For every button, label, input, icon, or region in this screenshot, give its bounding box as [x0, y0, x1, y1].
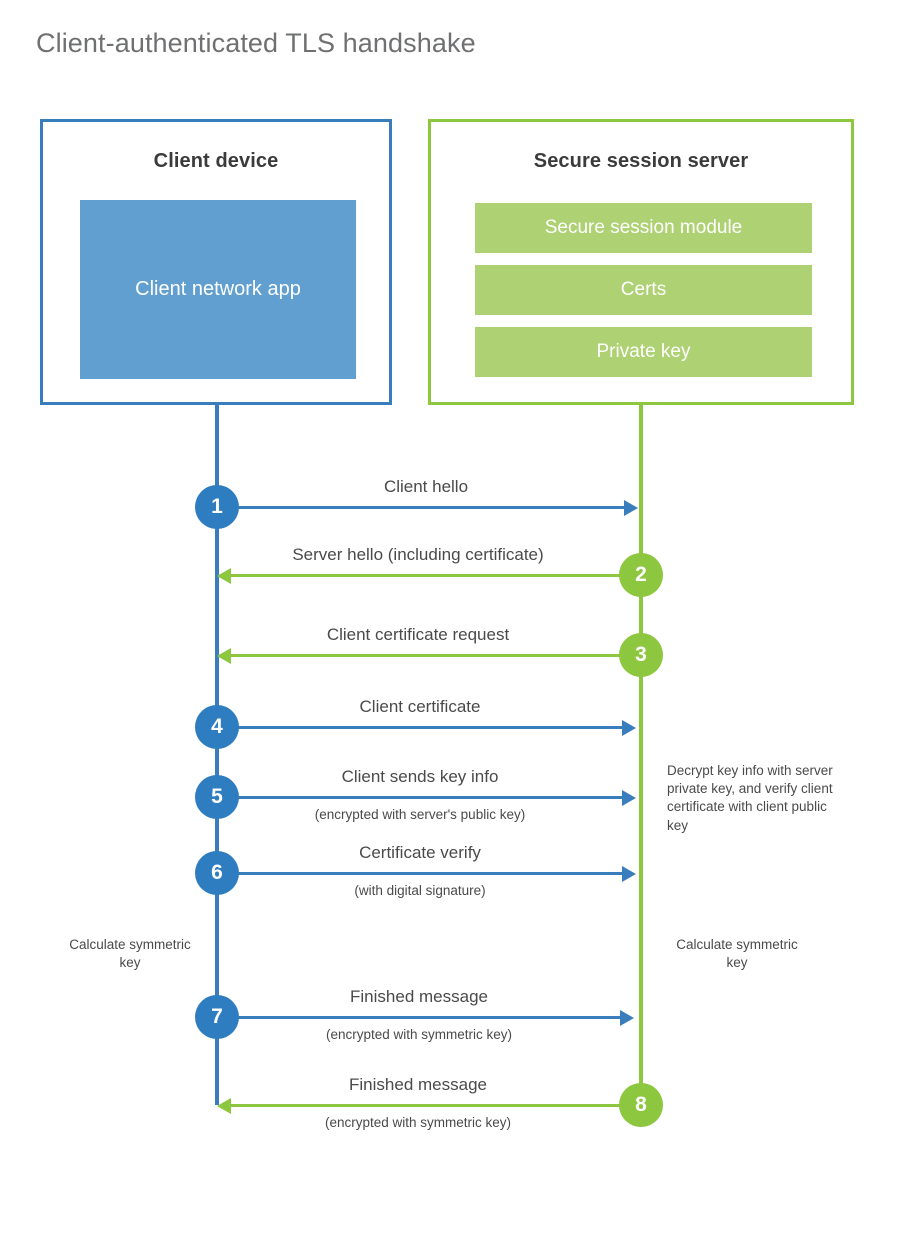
message-line-8 [221, 1104, 623, 1107]
message-sublabel-8: (encrypted with symmetric key) [324, 1115, 512, 1130]
message-label-2: Server hello (including certificate) [292, 545, 544, 564]
arrowhead-right-7 [620, 1010, 634, 1026]
step-circle-1[interactable]: 1 [195, 485, 239, 529]
step-circle-3[interactable]: 3 [619, 633, 663, 677]
arrowhead-left-8 [217, 1098, 231, 1114]
step-circle-5[interactable]: 5 [195, 775, 239, 819]
message-label-1: Client hello [383, 477, 469, 496]
server-block-secure-session-module: Secure session module [475, 203, 812, 253]
page-title: Client-authenticated TLS handshake [36, 28, 476, 58]
arrowhead-right-5 [622, 790, 636, 806]
secure-session-server-title: Secure session server [533, 150, 749, 172]
message-line-3 [221, 654, 623, 657]
server-calculate-symmetric-key-note: Calculate symmetric key [676, 937, 798, 971]
message-sublabel-5: (encrypted with server's public key) [314, 807, 526, 822]
client-device-title: Client device [153, 150, 279, 172]
client-calculate-symmetric-key-note: Calculate symmetric key [69, 937, 191, 971]
message-label-6: Certificate verify [359, 843, 481, 862]
arrowhead-right-6 [622, 866, 636, 882]
message-sublabel-7: (encrypted with symmetric key) [325, 1027, 513, 1042]
message-sublabel-6: (with digital signature) [354, 883, 486, 898]
client-lifeline [215, 405, 219, 1105]
message-label-4: Client certificate [359, 697, 481, 716]
arrowhead-left-3 [217, 648, 231, 664]
client-device-box: Client device Client network app [40, 119, 392, 405]
client-network-app-block: Client network app [80, 200, 356, 379]
message-label-8: Finished message [349, 1075, 487, 1094]
message-label-3: Client certificate request [326, 625, 510, 644]
server-lifeline [639, 405, 643, 1105]
step-circle-2[interactable]: 2 [619, 553, 663, 597]
message-line-4 [217, 726, 623, 729]
message-label-7: Finished message [350, 987, 488, 1006]
server-block-certs: Certs [475, 265, 812, 315]
server-decrypt-note: Decrypt key info with server private key… [667, 763, 833, 833]
message-line-6 [217, 872, 623, 875]
server-block-private-key: Private key [475, 327, 812, 377]
secure-session-server-box: Secure session server Secure session mod… [428, 119, 854, 405]
message-line-2 [221, 574, 623, 577]
step-circle-7[interactable]: 7 [195, 995, 239, 1039]
message-label-5: Client sends key info [341, 767, 499, 786]
message-line-1 [217, 506, 635, 509]
arrowhead-right-1 [624, 500, 638, 516]
message-line-7 [217, 1016, 621, 1019]
step-circle-6[interactable]: 6 [195, 851, 239, 895]
message-line-5 [217, 796, 623, 799]
step-circle-8[interactable]: 8 [619, 1083, 663, 1127]
arrowhead-left-2 [217, 568, 231, 584]
arrowhead-right-4 [622, 720, 636, 736]
step-circle-4[interactable]: 4 [195, 705, 239, 749]
